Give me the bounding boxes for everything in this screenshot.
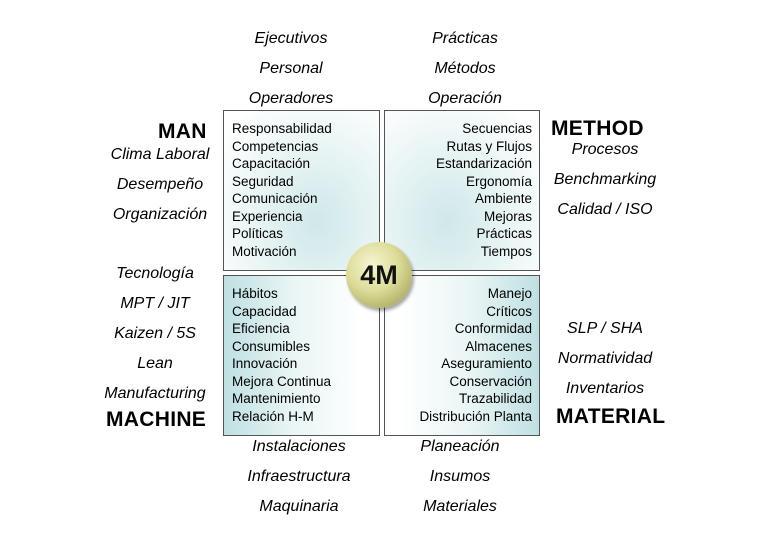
quadrant-material-item: Críticos: [486, 303, 532, 319]
quadrant-man-item: Responsabilidad: [232, 121, 332, 136]
quadrant-machine-item: Innovación: [232, 356, 298, 371]
bottom-right-labels: Planeación Insumos Materiales: [400, 432, 520, 522]
quadrant-material-item: Manejo: [487, 286, 532, 301]
quadrant-material-item: Conservación: [449, 373, 532, 389]
quadrant-material: Manejo Críticos Conformidad Almacenes As…: [384, 275, 540, 436]
method-item: Procesos: [571, 141, 639, 158]
quadrant-method-item: Rutas y Flujos: [446, 138, 532, 154]
quadrant-man-item: Motivación: [232, 243, 297, 259]
quadrant-machine-item: Mantenimiento: [232, 391, 321, 406]
top-right-labels: Prácticas Métodos Operación: [410, 24, 520, 114]
machine-item: Kaizen / 5S: [114, 325, 196, 342]
quadrant-material-item: Conformidad: [454, 321, 532, 336]
quadrant-machine-item: Eficiencia: [232, 321, 290, 336]
bottom-left-label: Maquinaria: [259, 498, 339, 515]
quadrant-machine-item: Relación H-M: [232, 408, 314, 424]
quadrant-method-item: Ambiente: [474, 191, 532, 206]
quadrant-man-item: Competencias: [232, 138, 319, 154]
quadrant-machine-item: Consumibles: [232, 338, 311, 354]
top-left-labels: Ejecutivos Personal Operadores: [236, 24, 346, 114]
quadrant-method-item: Estandarización: [435, 156, 532, 171]
top-left-label: Ejecutivos: [254, 30, 328, 47]
bottom-left-labels: Instalaciones Infraestructura Maquinaria: [234, 432, 364, 522]
material-item: SLP / SHA: [567, 320, 643, 337]
top-left-label: Personal: [259, 60, 323, 77]
quadrant-machine: Hábitos Capacidad Eficiencia Consumibles…: [223, 275, 380, 436]
method-item: Benchmarking: [553, 171, 657, 188]
method-items: Procesos Benchmarking Calidad / ISO: [545, 135, 665, 225]
top-right-label: Operación: [428, 90, 502, 107]
method-item: Calidad / ISO: [557, 201, 653, 218]
material-item: Normatividad: [557, 350, 653, 367]
quadrant-method: Secuencias Rutas y Flujos Estandarizació…: [384, 110, 540, 271]
man-item: Clima Laboral: [110, 146, 210, 163]
man-item: Organización: [112, 206, 208, 223]
bottom-right-label: Materiales: [423, 498, 497, 515]
quadrant-man-item: Seguridad: [232, 173, 294, 189]
material-items: SLP / SHA Normatividad Inventarios: [545, 314, 665, 404]
quadrant-man-item: Experiencia: [232, 208, 303, 224]
quadrant-man-item: Comunicación: [232, 191, 318, 206]
method-title: METHOD: [551, 117, 644, 140]
quadrant-material-item: Trazabilidad: [458, 391, 532, 406]
bottom-left-label: Infraestructura: [247, 468, 351, 485]
man-title: MAN: [158, 120, 207, 143]
quadrant-method-item: Prácticas: [476, 226, 532, 241]
quadrant-material-item: Almacenes: [465, 338, 532, 354]
man-items: Clima Laboral Desempeño Organización: [100, 140, 220, 230]
quadrant-machine-item: Capacidad: [232, 303, 297, 319]
quadrant-machine-item: Mejora Continua: [232, 373, 332, 389]
bottom-right-label: Insumos: [429, 468, 491, 485]
machine-item: MPT / JIT: [120, 295, 190, 312]
bottom-left-label: Instalaciones: [252, 438, 346, 455]
top-right-label: Métodos: [434, 60, 496, 77]
quadrant-man: Responsabilidad Competencias Capacitació…: [223, 110, 380, 271]
quadrant-machine-item: Hábitos: [232, 286, 278, 301]
machine-item: Tecnología: [116, 265, 194, 282]
material-title: MATERIAL: [556, 405, 666, 428]
machine-item: Lean: [137, 355, 173, 372]
center-4m-circle: 4M: [346, 242, 412, 308]
quadrant-material-item: Aseguramiento: [441, 356, 532, 371]
quadrant-method-item: Tiempos: [480, 243, 532, 259]
top-left-label: Operadores: [248, 90, 334, 107]
machine-item: Manufacturing: [104, 385, 206, 402]
man-item: Desempeño: [116, 176, 204, 193]
top-right-label: Prácticas: [432, 30, 498, 47]
quadrant-method-item: Ergonomía: [465, 173, 532, 189]
machine-title: MACHINE: [106, 408, 207, 431]
quadrant-method-item: Secuencias: [462, 121, 532, 136]
quadrant-man-item: Políticas: [232, 226, 284, 241]
quadrant-man-item: Capacitación: [232, 156, 311, 171]
material-item: Inventarios: [565, 380, 645, 397]
quadrant-material-item: Distribución Planta: [419, 408, 532, 424]
bottom-right-label: Planeación: [420, 438, 500, 455]
quadrant-method-item: Mejoras: [483, 208, 532, 224]
machine-items: Tecnología MPT / JIT Kaizen / 5S Lean Ma…: [95, 259, 215, 409]
